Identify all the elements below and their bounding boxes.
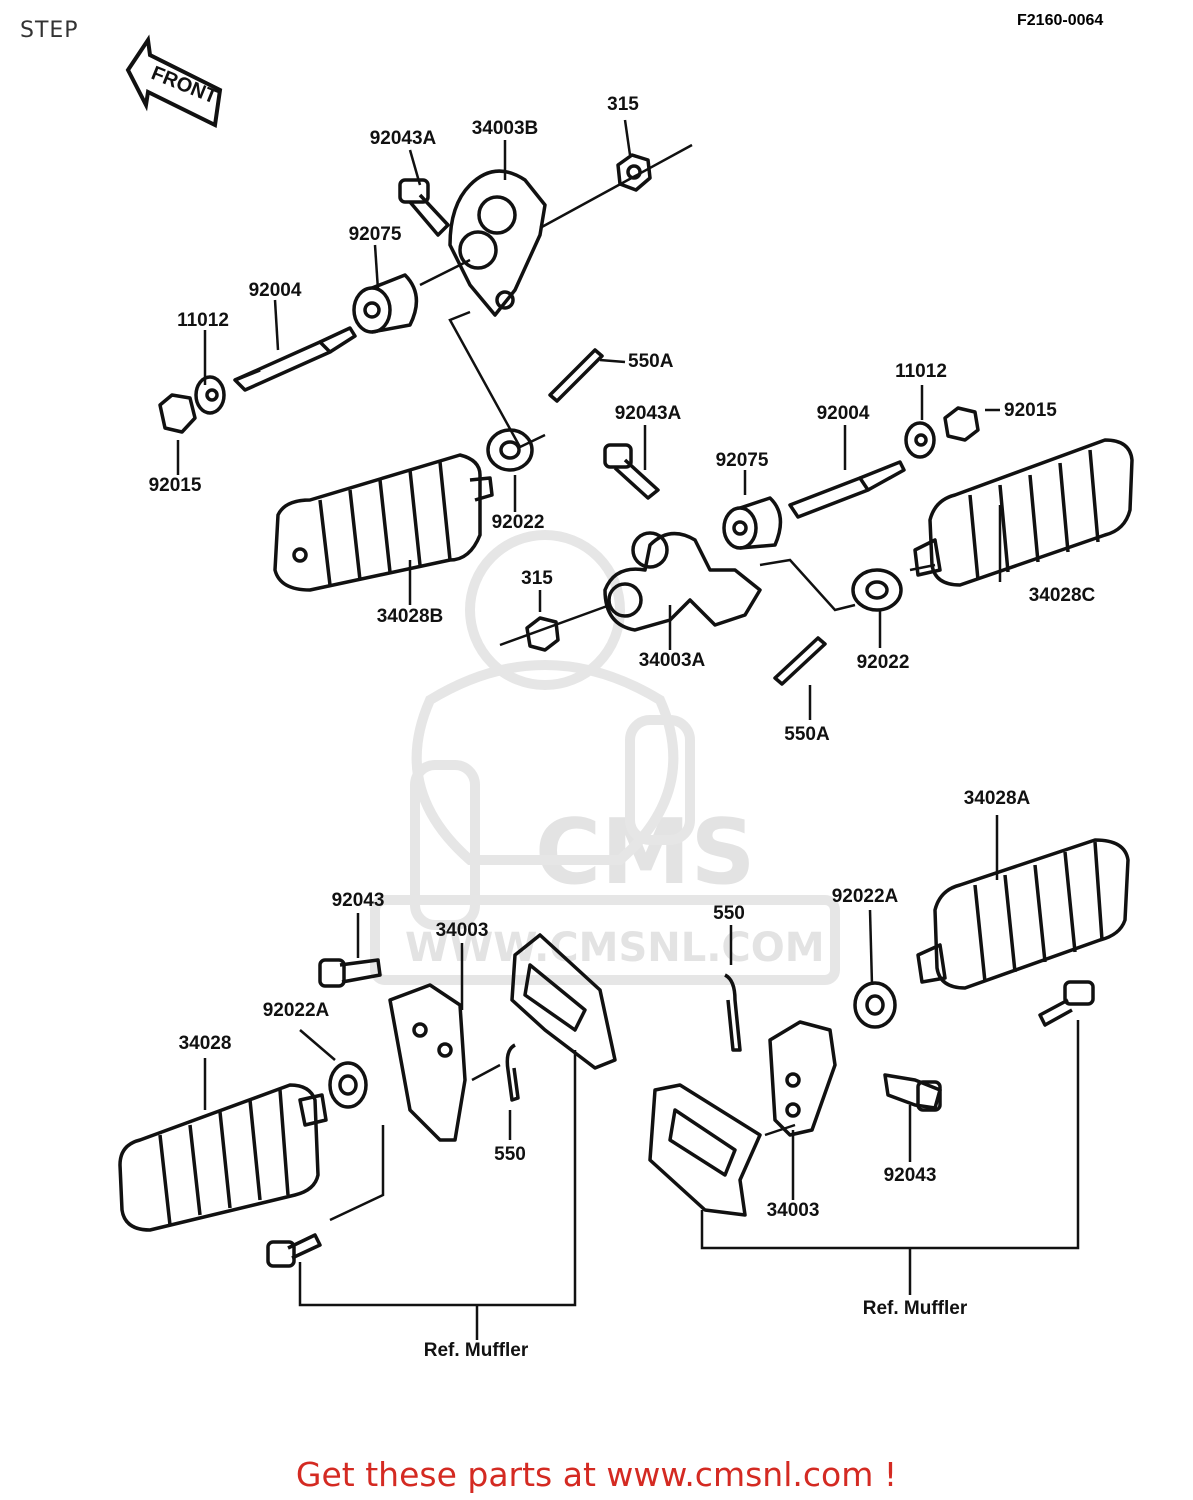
step-bracket-icon: [388, 983, 467, 1142]
nut-icon: [158, 393, 197, 434]
step-bracket-icon: [448, 169, 547, 317]
part-label-34003a: 34003A: [638, 650, 706, 671]
ref-muffler-left: Ref. Muffler: [423, 1340, 529, 1361]
washer-icon: [853, 981, 897, 1029]
washer-icon: [194, 375, 226, 415]
part-label-92004-mid: 92004: [816, 403, 870, 424]
front-label: FRONT: [148, 62, 220, 108]
part-label-92022-mid: 92022: [856, 652, 910, 673]
bolt-icon: [318, 958, 382, 988]
bolt-icon: [1038, 980, 1095, 1027]
bolt-icon: [398, 178, 450, 237]
part-label-92022a-left: 92022A: [262, 1000, 330, 1021]
part-label-34028b: 34028B: [376, 606, 444, 627]
part-label-550a-mid: 550A: [784, 724, 830, 745]
front-arrow-icon: [125, 34, 223, 129]
step-bracket-icon: [603, 531, 762, 632]
bolt-icon: [603, 443, 660, 500]
footpeg-rubber-icon: [118, 1083, 328, 1232]
part-label-92043a-top: 92043A: [369, 128, 437, 149]
part-label-550-right: 550: [713, 903, 745, 924]
part-label-34003-left: 34003: [435, 920, 489, 941]
footpeg-rubber-icon: [273, 453, 494, 592]
cotter-pin-icon: [724, 973, 742, 1052]
part-label-11012-top: 11012: [177, 310, 229, 331]
part-label-92022a-right: 92022A: [831, 886, 899, 907]
cotter-pin-icon: [505, 1043, 520, 1102]
part-label-11012-mid: 11012: [895, 361, 947, 382]
part-label-92004-top: 92004: [248, 280, 302, 301]
collar-icon: [352, 273, 419, 334]
part-label-550a-top: 550A: [628, 351, 674, 372]
part-label-92075-mid: 92075: [715, 450, 769, 471]
leader-lines: [176, 119, 1080, 1340]
parts: [118, 153, 1134, 1268]
mount-plate-icon: [510, 933, 617, 1070]
washer-icon: [486, 428, 534, 472]
part-label-92022-top: 92022: [491, 512, 545, 533]
ref-muffler-right: Ref. Muffler: [862, 1298, 968, 1319]
part-label-34028a: 34028A: [963, 788, 1031, 809]
shaft-icon: [233, 326, 357, 392]
watermark-brand: CMS: [535, 800, 756, 905]
watermark-site: WWW.CMSNL.COM: [405, 925, 825, 971]
bolt-icon: [883, 1073, 942, 1112]
part-label-34028c: 34028C: [1028, 585, 1096, 606]
washer-icon: [904, 421, 936, 459]
washer-icon: [328, 1061, 368, 1109]
part-label-92075-top: 92075: [348, 224, 402, 245]
part-label-92043-right: 92043: [883, 1165, 937, 1186]
part-label-315-mid: 315: [521, 568, 553, 589]
step-bracket-icon: [768, 1020, 837, 1137]
part-label-92015-right: 92015: [1004, 400, 1057, 421]
part-label-34003b: 34003B: [471, 118, 539, 139]
footpeg-rubber-icon: [916, 838, 1130, 990]
cotter-pin-icon: [773, 636, 827, 686]
collar-icon: [722, 496, 783, 550]
part-label-550-left: 550: [494, 1144, 526, 1165]
cotter-pin-icon: [548, 348, 604, 403]
part-label-315-top: 315: [607, 94, 639, 115]
watermark-mascot: [370, 530, 840, 985]
part-label-34003-right: 34003: [766, 1200, 820, 1221]
part-label-92015-left: 92015: [148, 475, 202, 496]
diagram-title: STEP: [20, 18, 79, 43]
part-label-92043a-mid: 92043A: [614, 403, 682, 424]
nut-icon: [616, 153, 652, 192]
footer-link-text[interactable]: Get these parts at www.cmsnl.com !: [295, 1455, 898, 1494]
figure-code: F2160-0064: [1017, 12, 1104, 29]
nut-icon: [943, 406, 980, 442]
footpeg-rubber-icon: [913, 438, 1134, 587]
washer-icon: [851, 568, 903, 612]
shaft-icon: [788, 460, 906, 519]
part-label-92043-left: 92043: [331, 890, 385, 911]
nut-icon: [525, 616, 560, 652]
bolt-icon: [266, 1233, 322, 1268]
mount-plate-icon: [648, 1083, 762, 1217]
part-label-34028: 34028: [178, 1033, 232, 1054]
